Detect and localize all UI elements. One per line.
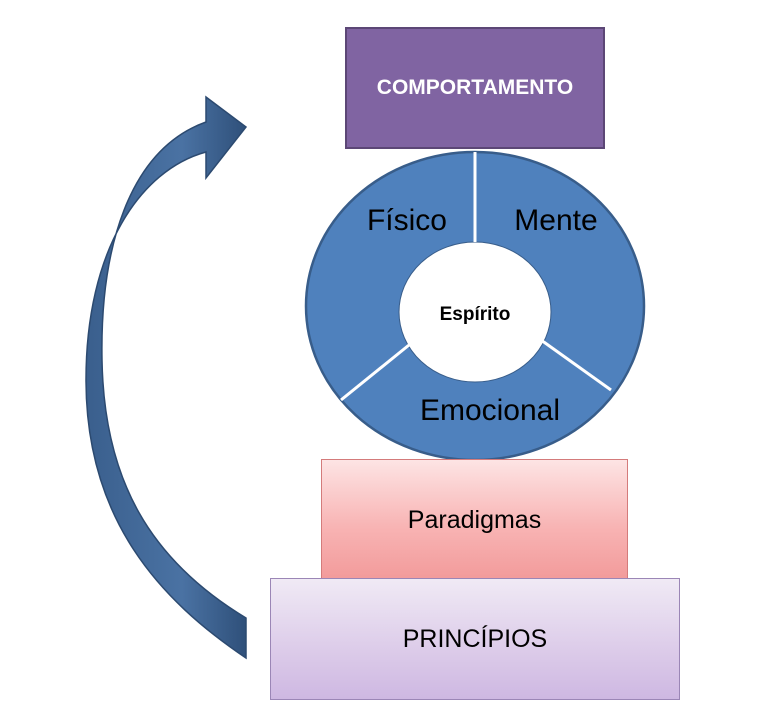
- paradigmas-box: Paradigmas: [321, 459, 628, 582]
- segment-mente-label: Mente: [514, 204, 597, 237]
- comportamento-label: COMPORTAMENTO: [376, 76, 574, 99]
- center-espirito-label: Espírito: [440, 304, 511, 325]
- cycle-arrow: [85, 95, 248, 660]
- principios-label: PRINCÍPIOS: [402, 624, 548, 653]
- ring-diagram: Físico Mente Emocional Espírito: [304, 150, 646, 462]
- principios-box: PRINCÍPIOS: [270, 578, 680, 700]
- ring-divider-left: [340, 343, 410, 402]
- paradigmas-label: Paradigmas: [407, 506, 542, 534]
- segment-fisico-label: Físico: [367, 204, 447, 237]
- comportamento-box: COMPORTAMENTO: [345, 27, 605, 149]
- ring-divider-right: [540, 338, 612, 392]
- segment-emocional-label: Emocional: [420, 394, 560, 427]
